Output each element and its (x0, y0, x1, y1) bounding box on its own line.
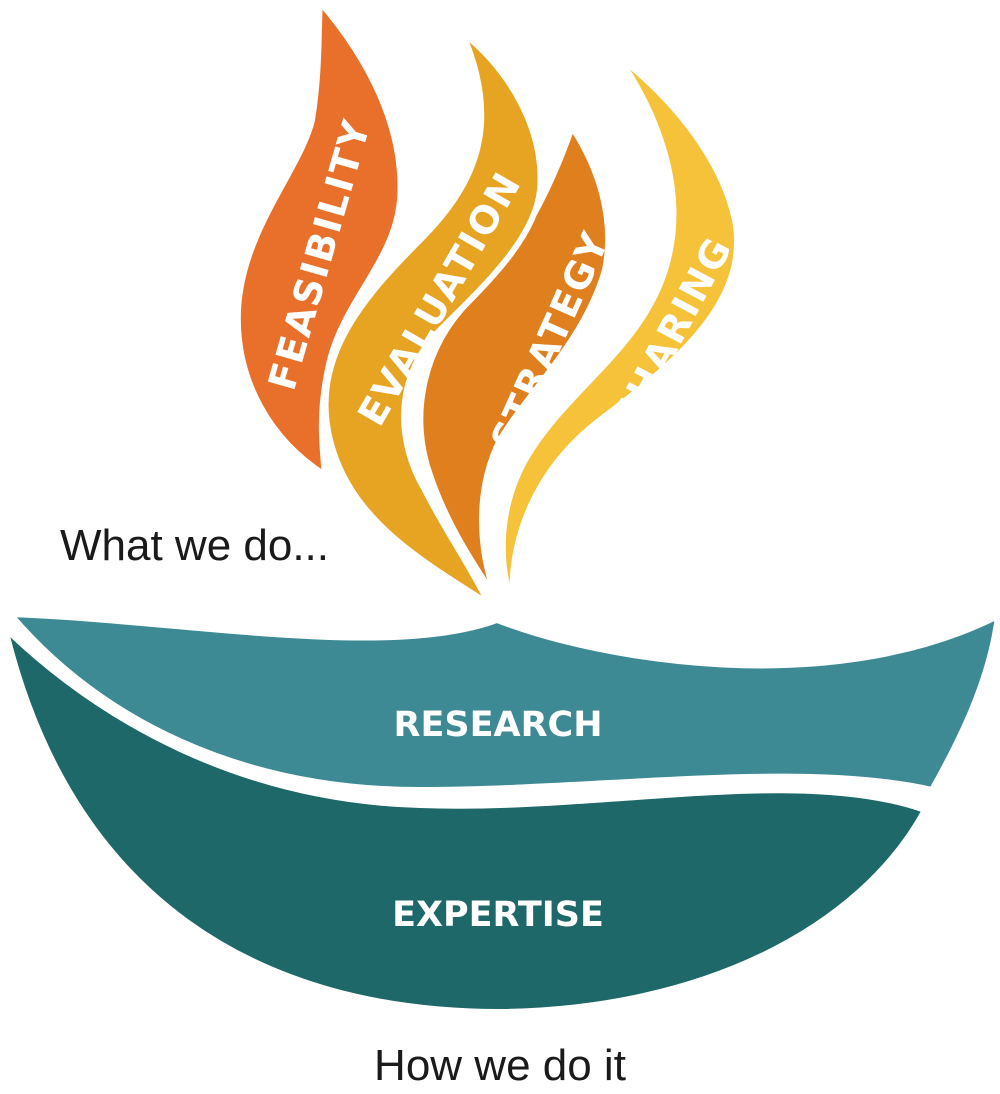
bowl-label-research: RESEARCH (394, 705, 603, 745)
caption-what-we-do: What we do... (60, 521, 329, 570)
caption-how-we-do-it: How we do it (374, 1041, 626, 1090)
flame-feasibility (234, 0, 404, 478)
bowl-label-expertise: EXPERTISE (392, 895, 604, 935)
flame-evaluation (322, 29, 544, 607)
flame-sharing (499, 52, 740, 610)
bowl-research-band (7, 611, 1000, 793)
flame-strategy (417, 124, 612, 603)
bowl-expertise-band (2, 625, 928, 1015)
